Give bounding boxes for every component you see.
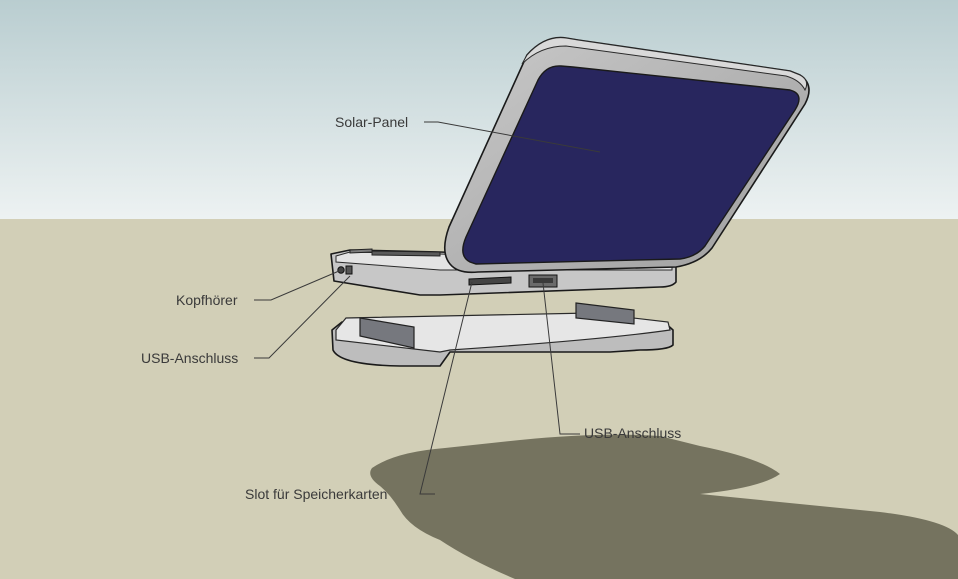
leader-memory-slot (419, 281, 473, 495)
bottom-plate (331, 302, 674, 367)
leader-usb-right (542, 282, 580, 435)
leader-solar-panel (424, 121, 601, 153)
label-memory-slot: Slot für Speicherkarten (245, 486, 387, 502)
label-usb-right: USB-Anschluss (584, 425, 681, 441)
label-headphones: Kopfhörer (176, 292, 238, 308)
solar-panel-lid (443, 36, 810, 274)
label-usb-left: USB-Anschluss (141, 350, 238, 366)
usb-port-left (345, 265, 353, 275)
leader-usb-left (254, 275, 351, 359)
leader-headphones (254, 270, 340, 301)
label-solar-panel: Solar-Panel (335, 114, 408, 130)
leader-lines (254, 121, 601, 495)
memory-card-slot (468, 276, 512, 286)
headphone-jack (337, 266, 345, 274)
ground-shadow (370, 434, 958, 579)
solar-cell-surface (462, 65, 800, 265)
